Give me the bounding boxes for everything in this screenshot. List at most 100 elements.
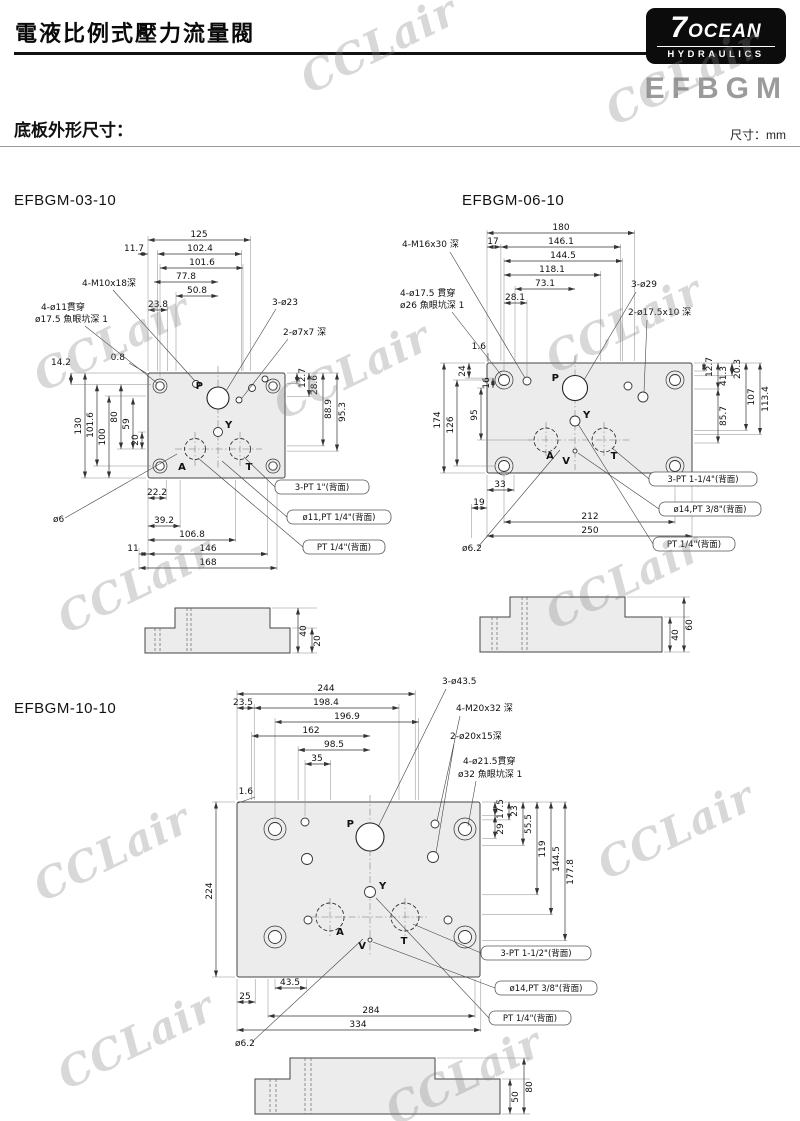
port-p-circle bbox=[561, 374, 589, 402]
dim-label: 334 bbox=[349, 1020, 366, 1030]
callout-label: 4-ø11貫穿 bbox=[41, 301, 85, 313]
dim-label: 98.5 bbox=[324, 740, 344, 750]
dim-label: 180 bbox=[552, 223, 569, 233]
page-title: 電液比例式壓力流量閥 bbox=[15, 21, 256, 46]
dimensions-right: 17.5 29 23 55.5 119 144.5 177.8 bbox=[492, 799, 576, 941]
dimensions-left: 224 bbox=[205, 802, 219, 977]
dim-label: 177.8 bbox=[566, 859, 576, 885]
port-p-circle bbox=[355, 822, 385, 852]
callout-label: ø6.2 bbox=[462, 544, 482, 554]
port-label-y: Y bbox=[378, 881, 387, 892]
dim-label: 144.5 bbox=[552, 846, 562, 872]
dim-label: 28.1 bbox=[505, 293, 525, 303]
dim-label: 174 bbox=[433, 411, 443, 428]
callouts: 3-ø43.5 4-M20x32 深 2-ø20x15深 4-ø21.5貫穿 ø… bbox=[235, 677, 598, 1049]
extension-lines bbox=[440, 230, 762, 538]
side-view: 40 20 bbox=[144, 607, 323, 654]
dim-label: 16 bbox=[482, 377, 492, 389]
port-y-circle bbox=[364, 886, 376, 898]
dimensions-left: 14.2 130 101.6 100 80 59 20 bbox=[51, 358, 145, 478]
dim-label: 73.1 bbox=[535, 279, 555, 289]
dim-label: 88.9 bbox=[324, 399, 334, 419]
callout-label: PT 1/4"(背面) bbox=[317, 542, 371, 553]
callout-label: 4-M10x18深 bbox=[82, 278, 136, 289]
port-t-circle bbox=[229, 438, 251, 460]
mounting-holes bbox=[152, 375, 281, 474]
dim-label: 20 bbox=[131, 434, 141, 446]
callout-label: ø17.5 魚眼坑深 1 bbox=[35, 313, 108, 325]
dim-label: 95 bbox=[470, 409, 480, 420]
plate bbox=[147, 372, 286, 479]
mounting-holes bbox=[494, 370, 685, 476]
model-code: EFBGM bbox=[644, 72, 788, 105]
brand-logo-seven: 7 bbox=[670, 10, 689, 44]
callout-label: ø14,PT 3/8"(背面) bbox=[510, 983, 583, 994]
ports: P Y A T V bbox=[533, 373, 618, 467]
dim-label: 106.8 bbox=[179, 530, 205, 540]
dimensions-right: 12.7 28.6 88.9 95.3 bbox=[294, 368, 348, 452]
watermark: CCLair bbox=[25, 793, 198, 912]
dim-label: 77.8 bbox=[176, 272, 196, 282]
port-label-t: T bbox=[246, 462, 253, 473]
port-label-a: A bbox=[336, 927, 344, 938]
dim-label: 100 bbox=[98, 428, 108, 445]
dim-label: 25 bbox=[239, 992, 250, 1002]
dim-label: 23.8 bbox=[148, 300, 168, 310]
callout-label: 2-ø17.5x10 深 bbox=[628, 307, 691, 318]
brand-logo: 7OCEAN HYDRAULICS bbox=[646, 8, 786, 64]
port-t-circle bbox=[390, 902, 420, 932]
dim-label: 14.2 bbox=[51, 358, 71, 368]
callout-label: PT 1/4"(背面) bbox=[503, 1013, 557, 1024]
dim-label: 113.4 bbox=[761, 386, 771, 412]
dim-label: 20 bbox=[313, 635, 323, 647]
dim-label: 11.7 bbox=[124, 244, 144, 254]
plate bbox=[486, 362, 693, 474]
dim-label: 17.5 bbox=[496, 799, 506, 819]
dimensions-top: 180 17 146.1 144.5 118.1 73.1 28.1 1.6 bbox=[472, 223, 635, 362]
plate bbox=[236, 801, 481, 978]
dim-label: 11 bbox=[127, 544, 138, 554]
dim-label: 12.7 bbox=[705, 357, 715, 377]
callout-label: PT 1/4"(背面) bbox=[667, 539, 721, 550]
dim-label: 50.8 bbox=[187, 286, 207, 296]
dim-label: 101.6 bbox=[189, 258, 215, 268]
port-label-y: Y bbox=[224, 420, 233, 431]
dim-label: 119 bbox=[538, 840, 548, 857]
port-t-circle bbox=[591, 427, 617, 453]
callout-label: 4-ø21.5貫穿 bbox=[463, 755, 516, 767]
port-y-circle bbox=[213, 427, 223, 437]
dim-label: 146 bbox=[199, 544, 216, 554]
ports: P Y A T bbox=[178, 381, 252, 473]
dim-label: 102.4 bbox=[187, 244, 213, 254]
dim-label: 250 bbox=[581, 526, 598, 536]
dim-label: 95.3 bbox=[338, 402, 348, 422]
port-label-v: V bbox=[562, 456, 570, 467]
port-label-p: P bbox=[552, 373, 559, 384]
side-view: 50 80 bbox=[254, 1057, 535, 1115]
dimensions-right: 12.7 41.3 20.3 85.7 107 113.4 bbox=[701, 357, 771, 443]
dim-label: 168 bbox=[199, 558, 216, 568]
port-v-circle bbox=[367, 937, 373, 943]
port-a-circle bbox=[184, 438, 206, 460]
callout-label: ø11,PT 1/4"(背面) bbox=[303, 512, 376, 523]
callout-label: 4-M16x30 深 bbox=[402, 239, 459, 250]
dim-label: 55.5 bbox=[524, 814, 534, 834]
port-p-circle bbox=[206, 386, 230, 410]
plate-body bbox=[236, 795, 481, 978]
brand-logo-ocean: OCEAN bbox=[688, 20, 762, 42]
port-label-a: A bbox=[546, 451, 554, 462]
drawing-efbgm-03-10: P Y A T 125 11.7 102.4 101.6 77.8 50.8 2… bbox=[35, 230, 392, 654]
dim-label: 198.4 bbox=[313, 698, 339, 708]
callouts: 4-M10x18深 4-ø11貫穿 ø17.5 魚眼坑深 1 3-ø23 2-ø… bbox=[35, 278, 392, 555]
drawing-title-06: EFBGM-06-10 bbox=[462, 192, 565, 209]
callout-label: ø6 bbox=[53, 515, 65, 525]
dim-label: 20.3 bbox=[733, 359, 743, 379]
dim-label: 35 bbox=[311, 754, 322, 764]
callout-label: 3-PT 1-1/2"(背面) bbox=[500, 948, 571, 959]
dimensions-top: 125 11.7 102.4 101.6 77.8 50.8 23.8 0.8 bbox=[111, 230, 251, 375]
callout-label: 3-PT 1"(背面) bbox=[295, 482, 349, 493]
dim-label: 144.5 bbox=[550, 251, 576, 261]
port-label-t: T bbox=[611, 451, 618, 462]
callout-label: 3-ø23 bbox=[272, 298, 298, 308]
